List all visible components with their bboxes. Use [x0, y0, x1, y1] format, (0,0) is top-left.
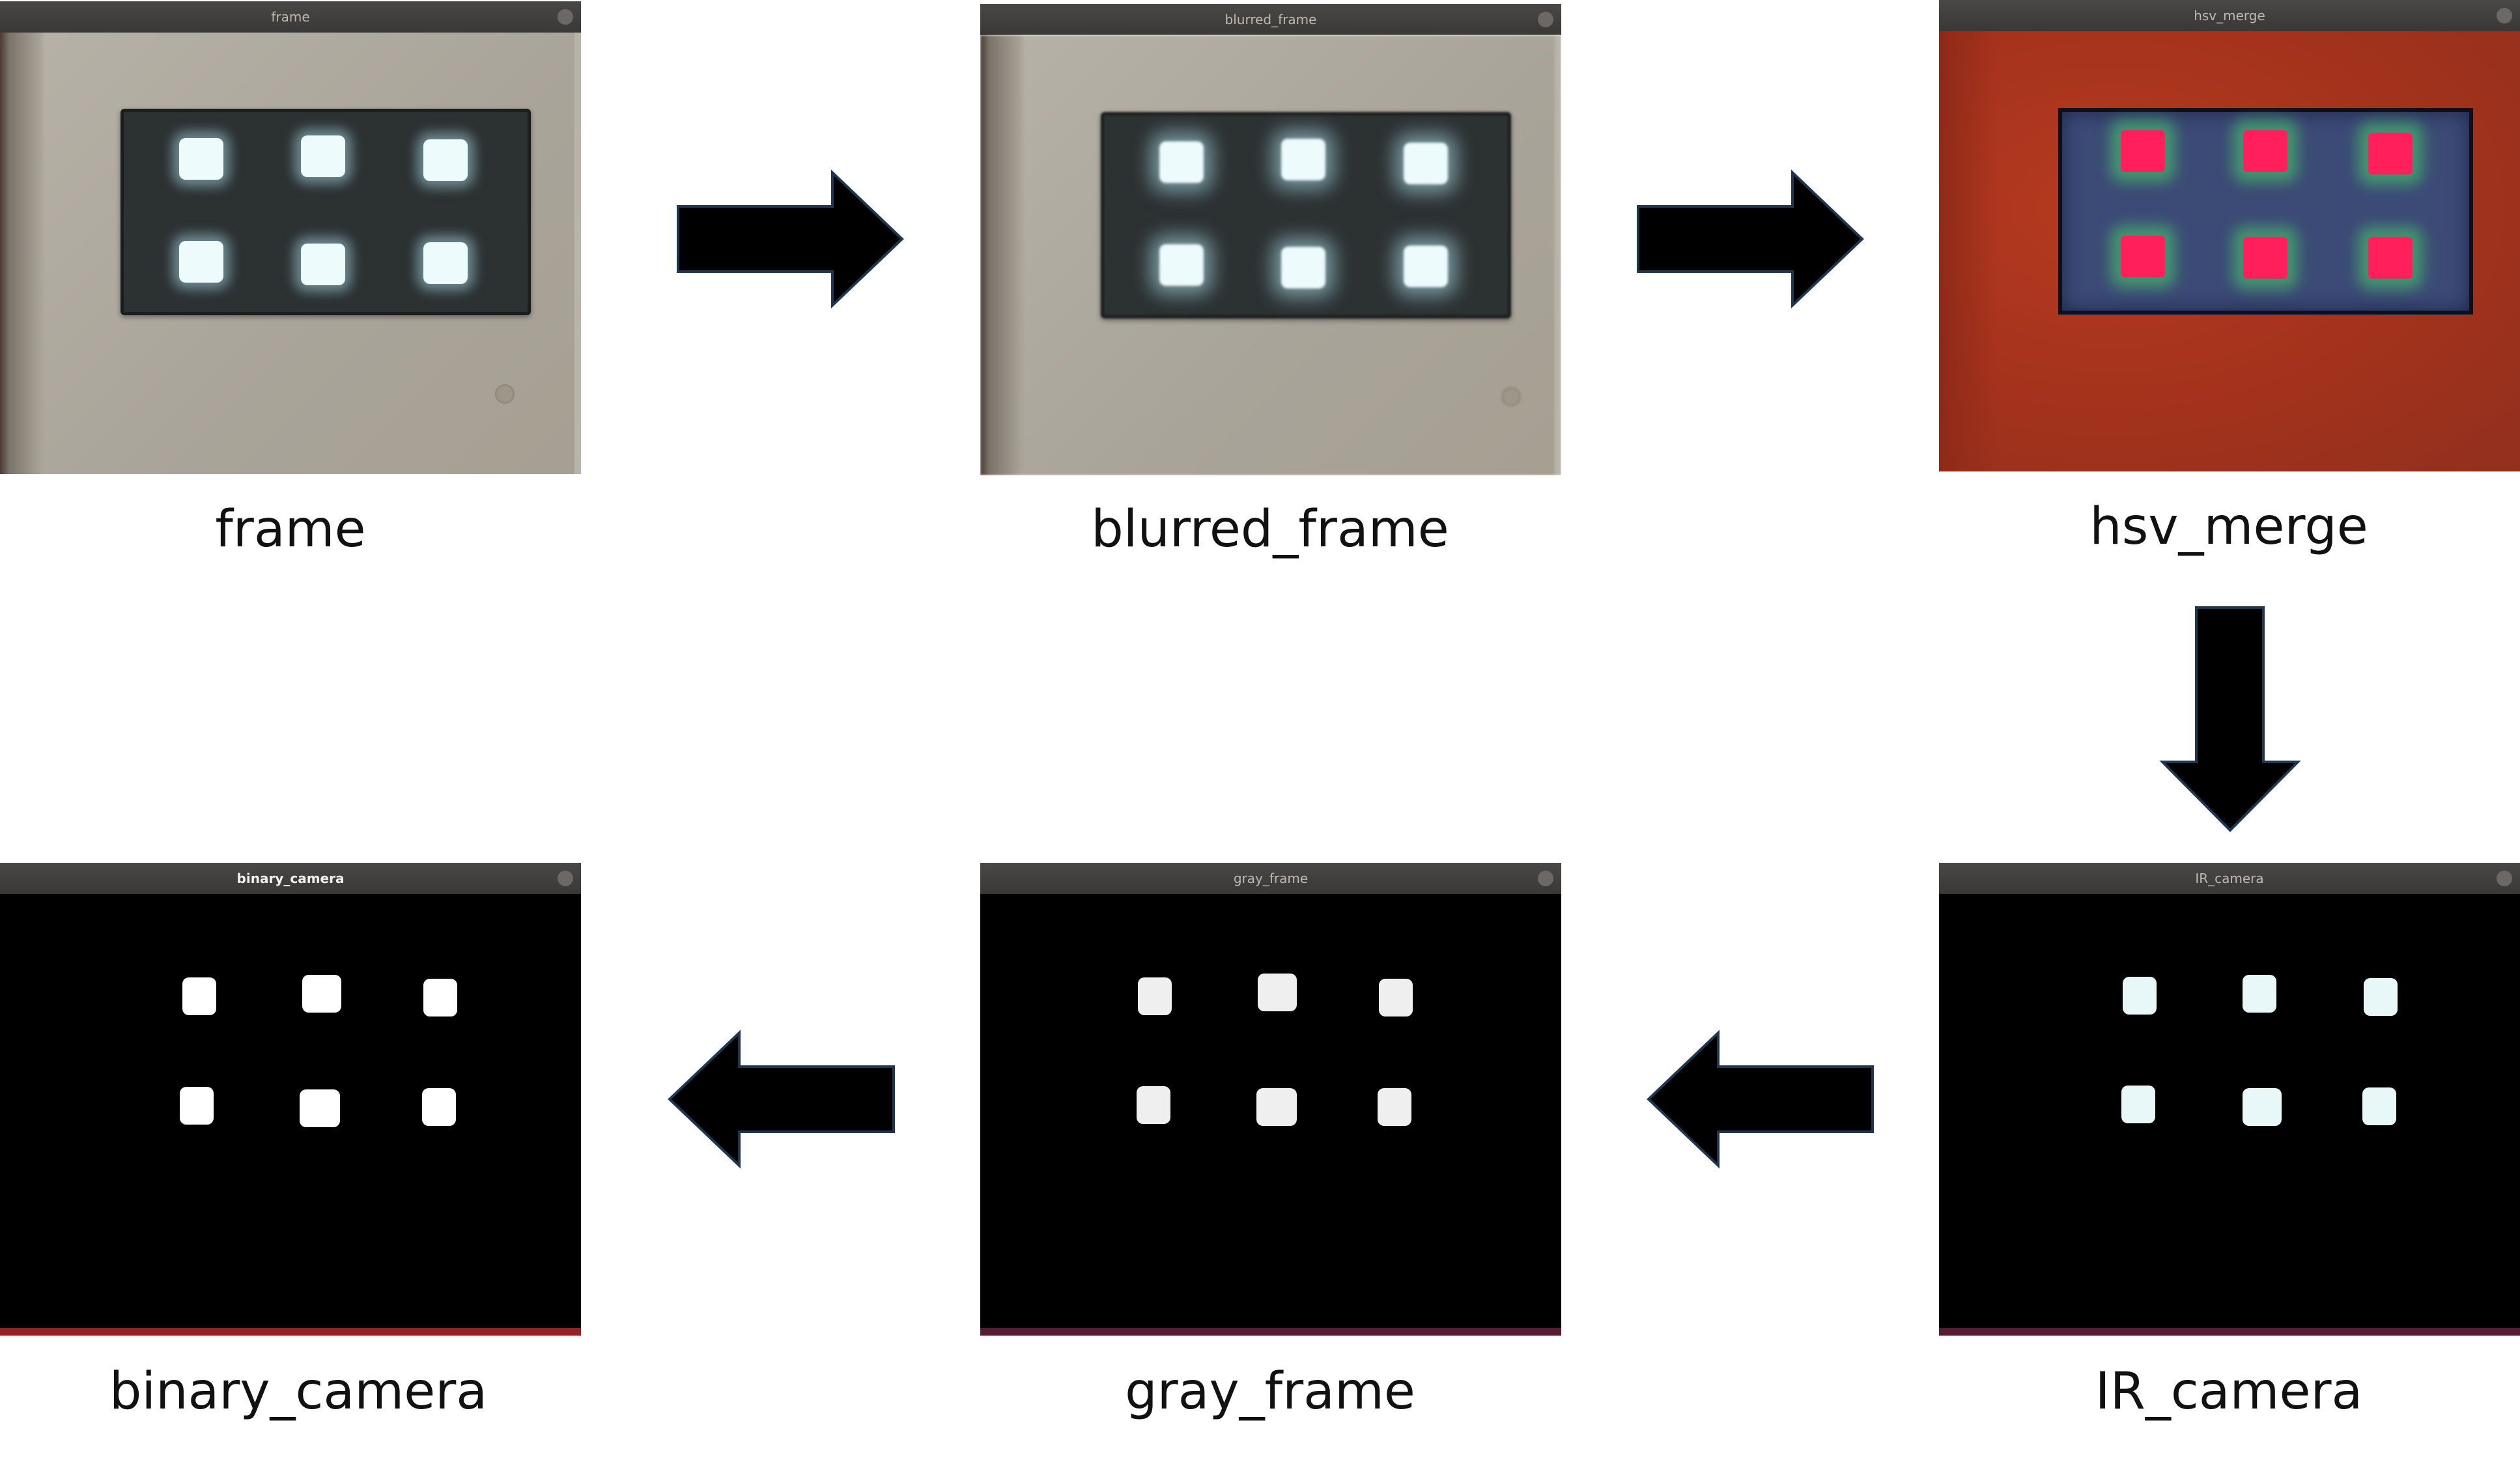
- ir-blob: [2362, 1087, 2396, 1125]
- led: [2121, 130, 2165, 172]
- led: [1404, 143, 1448, 184]
- arrow-right-icon: [1637, 169, 1864, 309]
- led: [423, 139, 468, 181]
- hsv-merge-window: hsv_merge: [1939, 0, 2520, 471]
- led: [179, 138, 223, 180]
- close-icon[interactable]: [558, 871, 573, 886]
- ir-camera-titlebar: IR_camera: [1939, 863, 2520, 894]
- frame-image: [0, 33, 581, 474]
- led: [2368, 237, 2413, 279]
- led: [301, 244, 345, 285]
- gray-blob: [1138, 977, 1172, 1015]
- binary-blob: [300, 1089, 340, 1127]
- arrow-right-icon: [677, 169, 904, 309]
- binary-blob: [302, 975, 341, 1013]
- binary-camera-window: binary_camera: [0, 863, 581, 1336]
- ir-camera-image: [1939, 894, 2520, 1336]
- gray-blob: [1379, 979, 1413, 1016]
- binary-camera-window-title: binary_camera: [236, 871, 345, 886]
- close-icon[interactable]: [1538, 12, 1553, 27]
- blurred-frame-window: blurred_frame: [980, 4, 1561, 475]
- frame-titlebar: frame: [0, 1, 581, 33]
- binary-camera-label: binary_camera: [109, 1362, 488, 1421]
- hsv-merge-titlebar: hsv_merge: [1939, 0, 2520, 31]
- blurred-frame-label: blurred_frame: [1091, 500, 1449, 559]
- ir-blob: [2123, 977, 2157, 1015]
- gray-frame-label: gray_frame: [1125, 1362, 1415, 1421]
- frame-window: frame: [0, 1, 581, 474]
- led: [2243, 130, 2287, 172]
- close-icon[interactable]: [558, 9, 573, 25]
- gray-frame-image: [980, 894, 1561, 1336]
- led-panel: [120, 109, 531, 315]
- close-icon[interactable]: [2497, 871, 2512, 886]
- blurred-frame-window-title: blurred_frame: [1225, 12, 1317, 27]
- gray-blob: [1137, 1086, 1170, 1124]
- led: [2121, 236, 2165, 277]
- ir-camera-window: IR_camera: [1939, 863, 2520, 1336]
- binary-blob: [423, 979, 457, 1016]
- frame-label: frame: [215, 500, 366, 559]
- gray-frame-window-title: gray_frame: [1233, 871, 1309, 886]
- led: [1159, 244, 1204, 286]
- ir-blob: [2364, 978, 2398, 1016]
- ir-blob: [2121, 1086, 2155, 1123]
- hsv-panel: [2058, 108, 2473, 315]
- binary-camera-titlebar: binary_camera: [0, 863, 581, 894]
- led: [423, 242, 468, 284]
- binary-camera-image: [0, 894, 581, 1336]
- binary-blob: [182, 977, 216, 1015]
- close-icon[interactable]: [2497, 8, 2512, 23]
- gray-frame-titlebar: gray_frame: [980, 863, 1561, 894]
- ir-blob: [2243, 1088, 2282, 1126]
- led: [301, 135, 345, 177]
- ir-camera-label: IR_camera: [2095, 1362, 2363, 1421]
- led: [2243, 237, 2287, 279]
- binary-blob: [422, 1088, 456, 1126]
- hsv-merge-window-title: hsv_merge: [2194, 8, 2265, 23]
- gray-blob: [1256, 1088, 1297, 1126]
- blurred-frame-image: [980, 35, 1561, 475]
- arrow-left-icon: [1647, 1030, 1874, 1169]
- gray-blob: [1258, 974, 1297, 1011]
- led: [1281, 139, 1325, 180]
- hsv-merge-label: hsv_merge: [2089, 498, 2368, 556]
- binary-blob: [180, 1087, 214, 1125]
- close-icon[interactable]: [1538, 871, 1553, 886]
- arrow-down-icon: [2159, 606, 2301, 832]
- hsv-merge-image: [1939, 31, 2520, 471]
- gray-blob: [1378, 1088, 1411, 1126]
- led: [1281, 247, 1325, 288]
- led-panel: [1101, 112, 1511, 318]
- led: [1404, 245, 1448, 287]
- led: [2368, 133, 2413, 175]
- gray-frame-window: gray_frame: [980, 863, 1561, 1336]
- led: [179, 241, 223, 283]
- ir-blob: [2243, 975, 2276, 1013]
- ir-camera-window-title: IR_camera: [2195, 871, 2264, 886]
- led: [1159, 141, 1204, 183]
- arrow-left-icon: [668, 1030, 895, 1169]
- blurred-frame-titlebar: blurred_frame: [980, 4, 1561, 35]
- frame-window-title: frame: [271, 9, 310, 25]
